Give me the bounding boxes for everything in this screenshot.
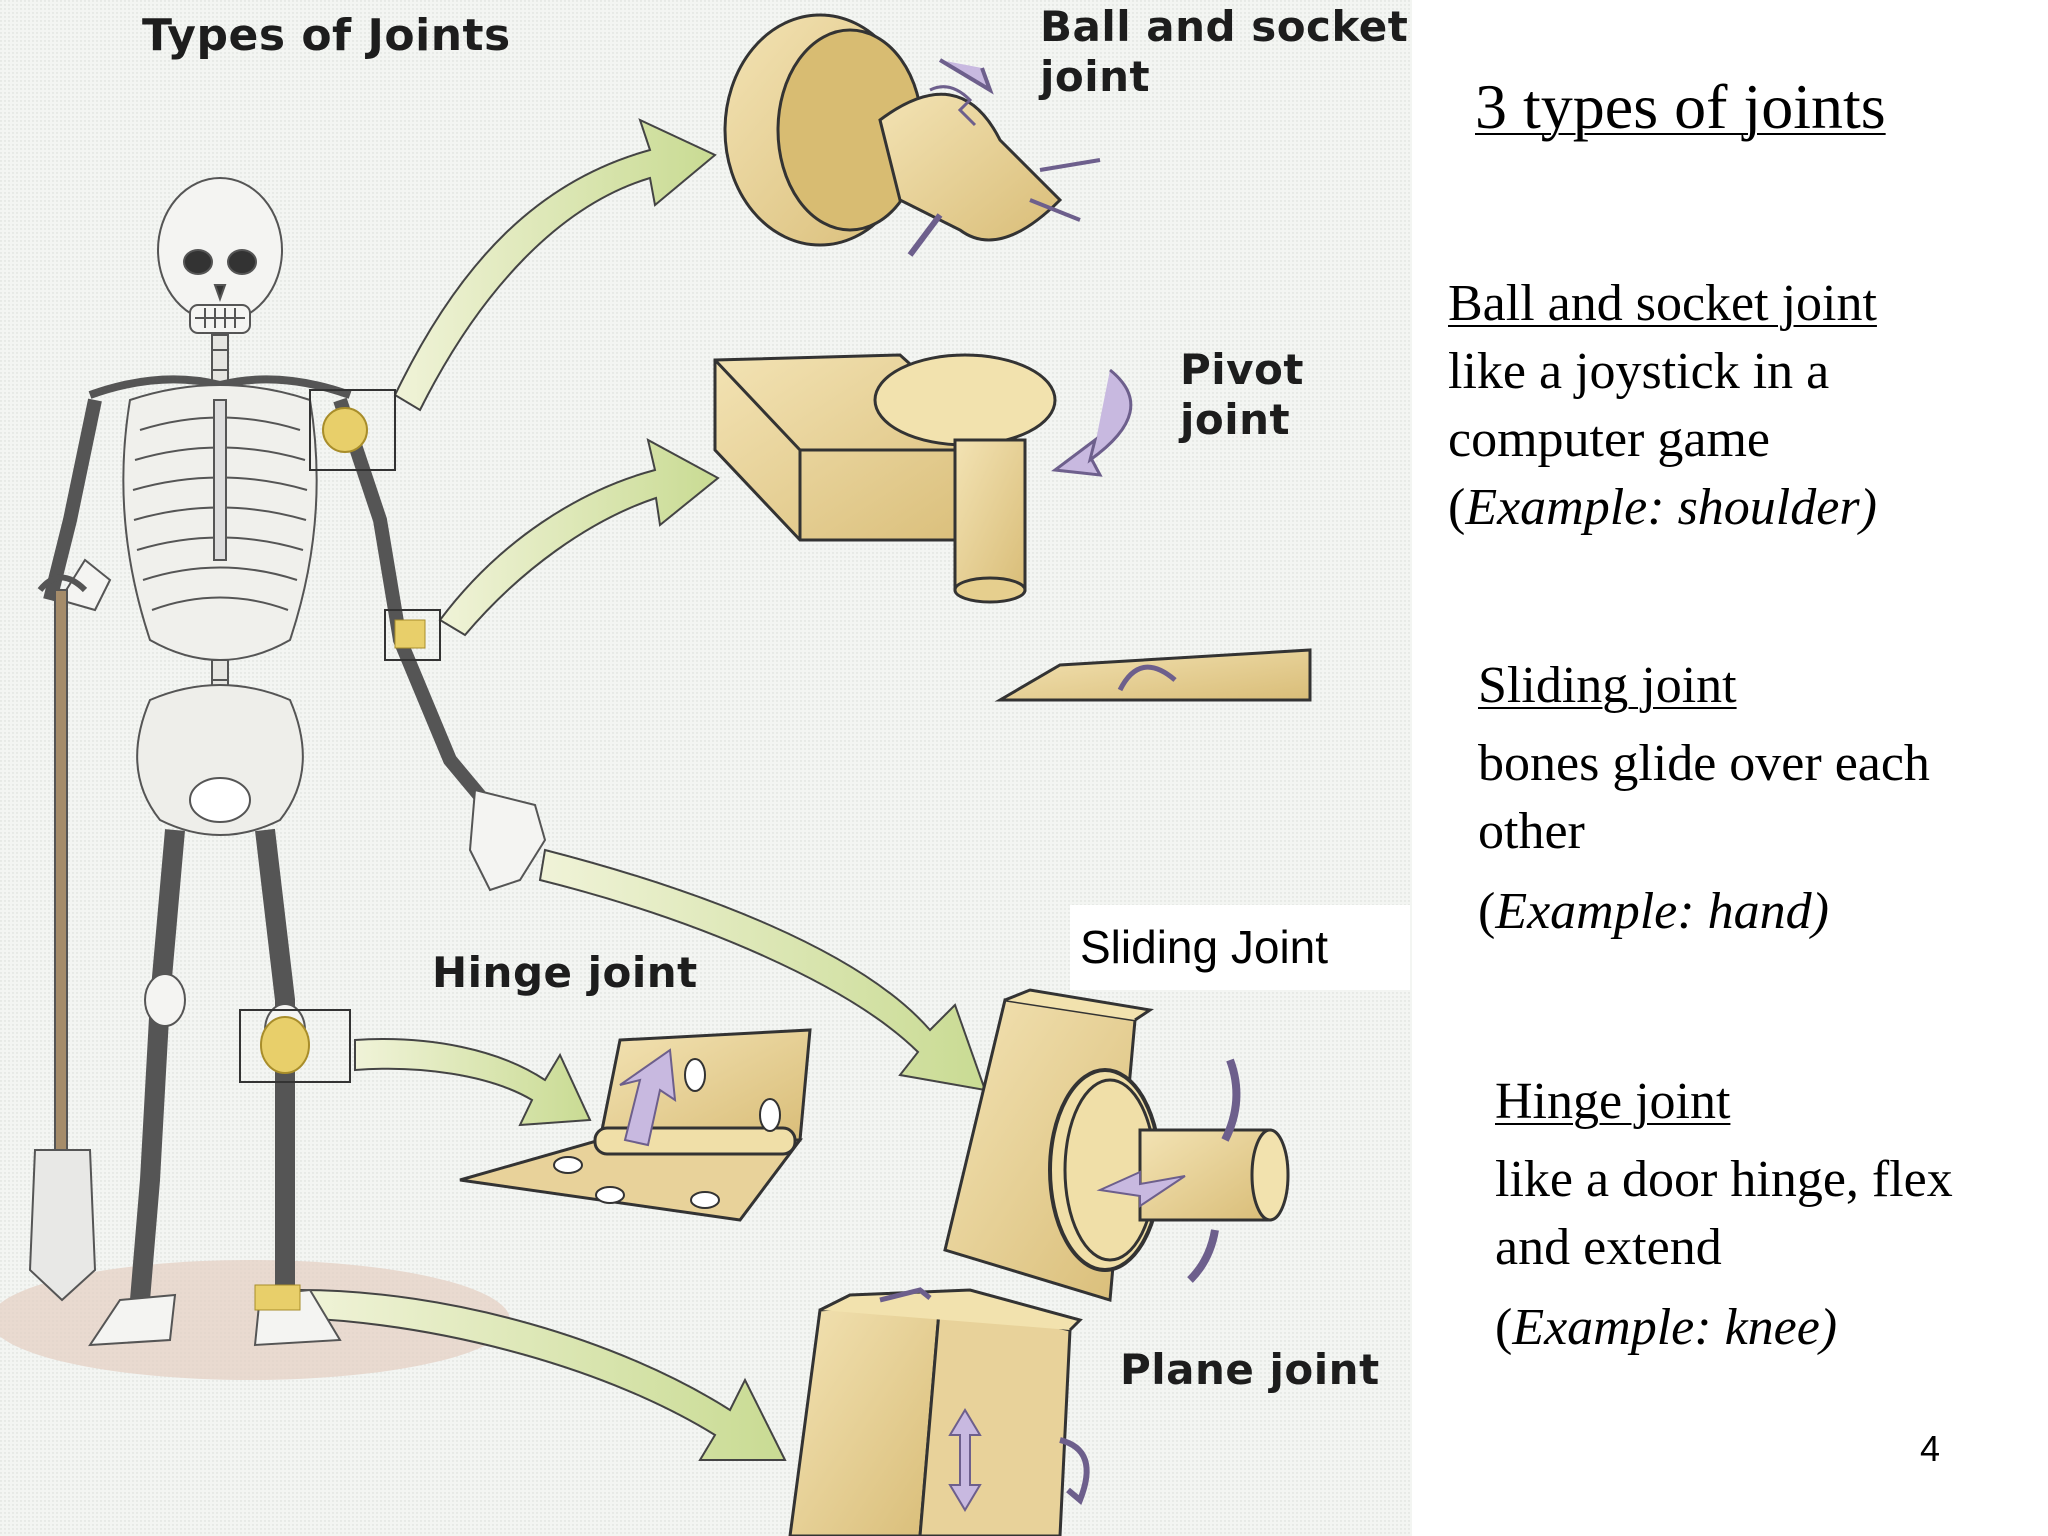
section-line: like a joystick in a [1448, 343, 1830, 400]
sliding-label-box [1070, 905, 1410, 990]
arrow-to-hinge [354, 1038, 592, 1127]
pivot-label-line2: joint [1180, 395, 1291, 444]
section-line: like a door hinge, flex [1495, 1151, 1953, 1208]
skeleton [28, 177, 547, 1347]
hinge-label: Hinge joint [432, 948, 698, 997]
arrow-to-pivot [438, 438, 720, 637]
section-example: (Example: shoulder) [1448, 479, 1877, 536]
illustration-title: Types of Joints [142, 10, 511, 61]
pivot-model [713, 353, 1133, 604]
ball-socket-label: Ball and socket joint [1040, 2, 1408, 102]
section-line: and extend [1495, 1219, 1722, 1276]
ground-shadow [0, 1260, 510, 1380]
joint-highlights [239, 389, 441, 1311]
section-sliding: Sliding joint bones glide over each othe… [1478, 652, 1930, 946]
plane-label: Plane joint [1120, 1345, 1380, 1394]
section-title: Ball and socket joint [1448, 275, 1877, 332]
section-hinge: Hinge joint like a door hinge, flex and … [1495, 1068, 1953, 1362]
pivot-label: Pivot joint [1180, 345, 1304, 445]
page-number: 4 [1920, 1428, 1941, 1469]
ball-socket-model [723, 13, 1101, 257]
ball-socket-label-line2: joint [1040, 52, 1151, 101]
slide-heading: 3 types of joints [1475, 71, 1886, 142]
joints-illustration: Types of Joints Ball and socket joint Pi… [0, 0, 1412, 1536]
sliding-joint-model [943, 988, 1290, 1302]
arrow-to-plane [299, 1288, 787, 1461]
section-title: Sliding joint [1478, 657, 1737, 714]
section-example: (Example: knee) [1495, 1299, 1838, 1356]
pivot-label-line1: Pivot [1180, 345, 1304, 394]
section-line: computer game [1448, 411, 1770, 468]
partial-model-top [994, 648, 1312, 702]
section-line: other [1478, 803, 1585, 860]
arrow-to-sliding [538, 848, 987, 1092]
section-example: (Example: hand) [1478, 883, 1829, 940]
arrow-to-ball-socket [393, 118, 717, 412]
hinge-model [459, 1028, 812, 1222]
section-line: bones glide over each [1478, 735, 1930, 792]
illustration-canvas [0, 0, 1412, 1536]
section-title: Hinge joint [1495, 1073, 1731, 1130]
ball-socket-label-line1: Ball and socket [1040, 2, 1409, 51]
section-ball-socket: Ball and socket joint like a joystick in… [1448, 270, 1877, 542]
plane-joint-model [788, 1287, 1090, 1536]
sliding-label: Sliding Joint [1080, 921, 1329, 973]
